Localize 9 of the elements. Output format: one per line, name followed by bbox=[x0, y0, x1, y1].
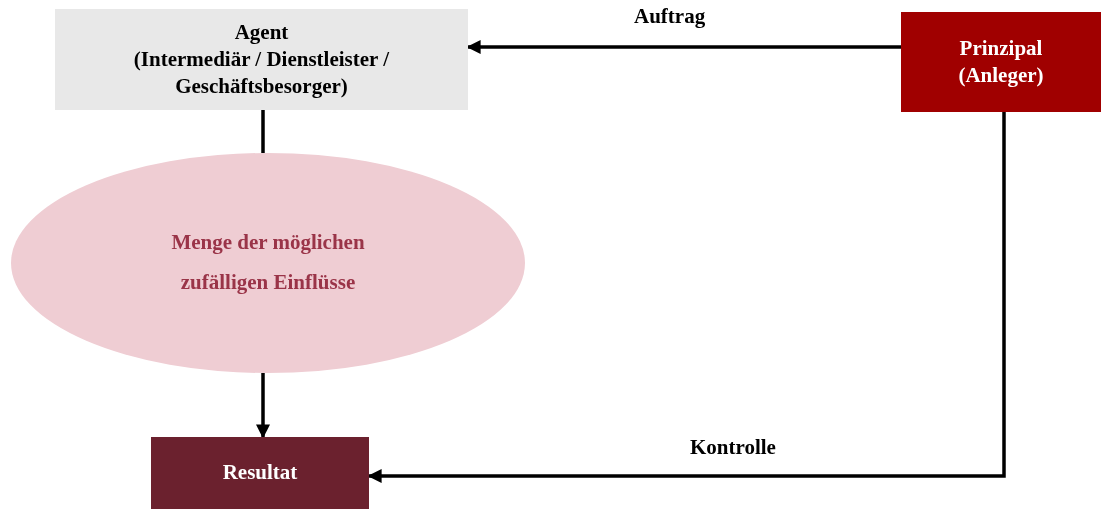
principal-box bbox=[901, 12, 1101, 112]
node-label: Menge der möglichen zufälligen Einflüsse bbox=[170, 229, 366, 296]
arrow bbox=[256, 373, 270, 439]
agent-box bbox=[55, 9, 468, 110]
node-label: Prinzipal (Anleger) bbox=[957, 34, 1045, 89]
node-subtitle: (Intermediär / Dienstleister / Geschäftsbesorger) bbox=[132, 45, 391, 101]
result-box bbox=[151, 437, 369, 509]
node-label: Resultat bbox=[222, 459, 298, 487]
node-title: Agent bbox=[234, 18, 289, 46]
